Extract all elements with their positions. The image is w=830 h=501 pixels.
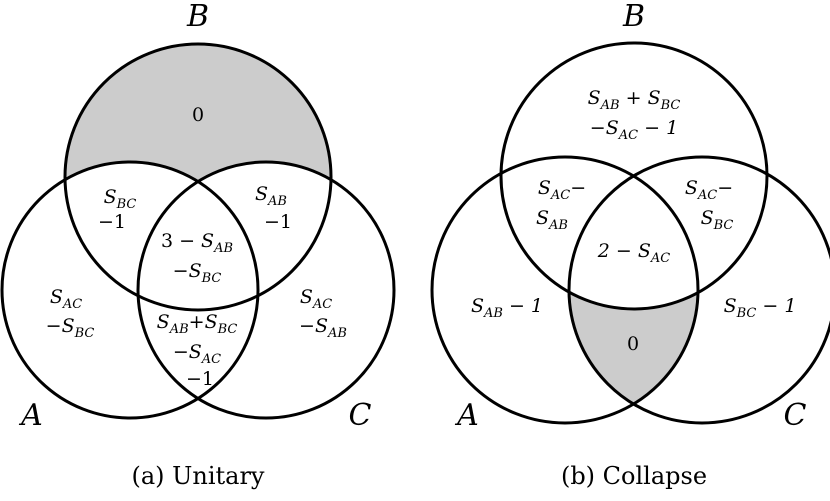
region-center: 2 − SAC​ [597,240,671,266]
shaded-ac-only-region [569,157,698,423]
caption-b: (b) Collapse [561,462,707,490]
region-c-only: SBC​ − 1 [724,295,797,321]
circle-b [499,41,769,311]
circle-a [0,160,260,420]
circle-c [136,160,396,420]
region-ac-only: 0 [627,333,639,355]
region-center-line2: −SBC​ [173,260,222,286]
circle-a [430,155,700,425]
region-ab-only-line2: SAB​ [536,207,568,233]
label-a: A [454,398,479,433]
region-center-line1: 3 − SAB​ [161,230,233,256]
region-a-only-line2: −SBC​ [46,315,95,341]
region-a-only-line1: SAC​ [50,286,82,312]
label-a: A [18,398,43,433]
label-b: B [186,0,209,34]
panel-a: B A C 0 SBC​ −1 SAB​ −1 3 − SAB​ −SBC​ S… [0,0,396,490]
panel-b: B A C SAB​ + SBC​ −SAC​ − 1 SAC​− SAB​ S… [430,0,830,490]
region-c-only-line2: −SAB​ [299,315,347,341]
circle-b [63,42,333,312]
region-bc-only-line2: SBC​ [701,207,734,233]
region-ab-only-line2: −1 [98,211,126,233]
region-bc-only-line1: SAB​ [255,183,287,209]
region-bc-only-line2: −1 [264,211,292,233]
region-ac-only-line3: −1 [186,368,214,390]
region-ab-only-line1: SAC​− [538,177,586,203]
label-c: C [349,398,372,433]
region-c-only-line1: SAC​ [300,286,332,312]
region-a-only: SAB​ − 1 [471,295,543,321]
shaded-b-only-region [65,44,331,310]
region-b-only: 0 [192,104,204,126]
label-b: B [622,0,645,34]
region-b-only-line2: −SAC​ − 1 [590,117,678,143]
region-ac-only-line1: SAB​+SBC​ [157,311,238,337]
region-b-only-line1: SAB​ + SBC​ [588,87,681,113]
circle-c [567,155,830,425]
caption-a: (a) Unitary [131,462,264,490]
region-ab-only-line1: SBC​ [104,186,137,212]
label-c: C [784,398,807,433]
region-ac-only-line2: −SAC​ [173,341,221,367]
region-bc-only-line1: SAC​− [685,177,733,203]
